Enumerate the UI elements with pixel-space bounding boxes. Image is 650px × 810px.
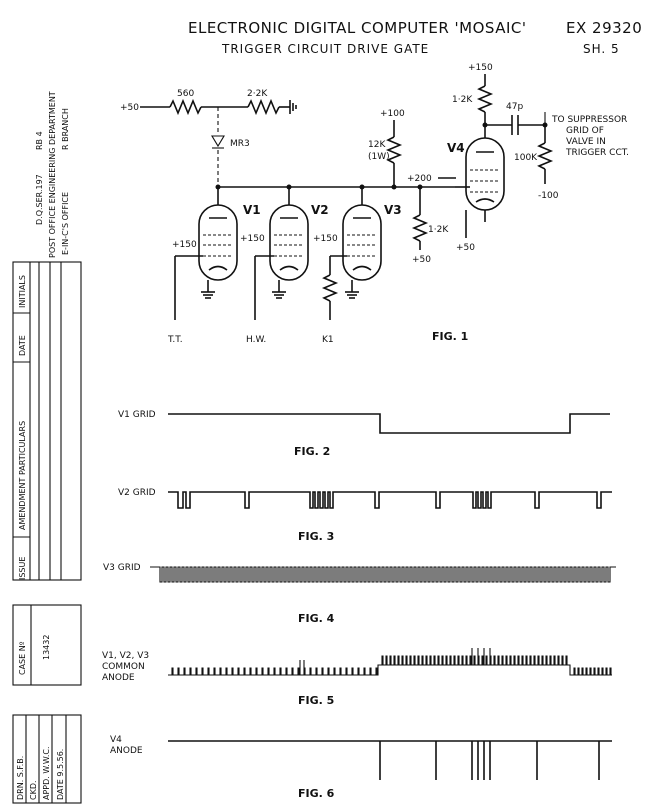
label-plus50-v4: +50 [456, 243, 475, 253]
label-v4-anode-2: ANODE [110, 746, 143, 756]
valve-v3: V3 +150 K1 [313, 187, 402, 345]
waveform-fig3: V2 GRID FIG. 3 [118, 488, 612, 543]
col-issue: ISSUE [18, 557, 27, 580]
fig5-label: FIG. 5 [298, 694, 334, 707]
fig6-label: FIG. 6 [298, 787, 335, 800]
drawing-title: ELECTRONIC DIGITAL COMPUTER 'MOSAIC' [188, 19, 527, 37]
label-common-anode-2: COMMON [102, 662, 145, 672]
label-to-suppressor: TO SUPPRESSOR [551, 115, 627, 125]
label-plus150-v2: +150 [240, 234, 265, 244]
label-r1k2-mid: 1·2K [428, 225, 449, 235]
label-trigger-cct: TRIGGER CCT. [565, 148, 629, 158]
label-r2k2: 2·2K [247, 89, 268, 99]
label-mr3: MR3 [230, 139, 250, 149]
office-label: E-IN-C'S OFFICE [61, 192, 70, 255]
label-r560: 560 [177, 89, 194, 99]
label-valve-in: VALVE IN [566, 137, 606, 147]
label-hw: H.W. [246, 335, 266, 345]
label-tt: T.T. [167, 335, 183, 345]
checked-by: CKD. [29, 780, 38, 800]
label-r100k: 100K [514, 153, 538, 163]
fig2-label: FIG. 2 [294, 445, 330, 458]
v4-anode-trace [168, 740, 612, 780]
label-plus150-v1: +150 [172, 240, 197, 250]
fig4-label: FIG. 4 [298, 612, 335, 625]
fig1-label: FIG. 1 [432, 330, 468, 343]
label-plus200: +200 [407, 174, 432, 184]
v3-grid-trace [150, 566, 616, 583]
label-r12k: 12K [368, 140, 386, 150]
label-v1: V1 [243, 203, 261, 217]
case-label: CASE Nº [18, 641, 27, 675]
common-anode-trace [168, 648, 612, 676]
col-initials: INITIALS [18, 275, 27, 308]
drawing-number: EX 29320 [566, 19, 642, 37]
drawing-date: DATE 9.5.56. [56, 749, 65, 800]
sheet-number: SH. 5 [583, 42, 620, 56]
label-r1k2-top: 1·2K [452, 95, 473, 105]
valve-v2: V2 +150 H.W. [240, 187, 329, 345]
label-v2: V2 [311, 203, 329, 217]
col-amendment-particulars: AMENDMENT PARTICULARS [18, 421, 27, 530]
ref-dq-ser: D.Q.SER.197 [35, 174, 44, 225]
waveform-fig6: V4 ANODE FIG. 6 [110, 735, 612, 800]
label-plus50-supply: +50 [120, 103, 139, 113]
approved-by: APPD. W.W.C. [42, 746, 51, 800]
label-plus50-mid: +50 [412, 255, 431, 265]
col-date: DATE [18, 335, 27, 356]
drawn-by: DRN. S.F.B. [16, 756, 25, 800]
valve-v4: V4 [447, 137, 505, 211]
drawing-subtitle: TRIGGER CIRCUIT DRIVE GATE [221, 42, 429, 56]
schematic-fig1: +50 560 2·2K MR3 +100 12K (1W) [120, 63, 629, 345]
label-v1-grid: V1 GRID [118, 410, 156, 420]
label-k1: K1 [322, 335, 334, 345]
case-box: CASE Nº 13432 [12, 604, 82, 686]
approval-box: DRN. S.F.B. CKD. APPD. W.W.C. DATE 9.5.5… [12, 714, 82, 804]
ref-rb4: RB 4 [35, 131, 44, 150]
label-grid-of: GRID OF [566, 126, 604, 136]
valve-v1: V1 +150 T.T. [167, 187, 261, 345]
label-v4: V4 [447, 141, 465, 155]
side-title-block: RB 4 D.Q.SER.197 POST OFFICE ENGINEERING… [35, 91, 70, 258]
label-common-anode-3: ANODE [102, 673, 135, 683]
label-plus150-v3: +150 [313, 234, 338, 244]
fig3-label: FIG. 3 [298, 530, 334, 543]
label-minus100: -100 [538, 191, 559, 201]
waveform-fig5: V1, V2, V3 COMMON ANODE FIG. 5 [102, 648, 612, 707]
label-v2-grid: V2 GRID [118, 488, 156, 498]
amendment-table: ISSUE AMENDMENT PARTICULARS DATE INITIAL… [12, 261, 82, 581]
label-plus150-top: +150 [468, 63, 493, 73]
amendment-table-frame [12, 261, 82, 581]
v2-grid-trace [168, 491, 612, 509]
label-v4-anode-1: V4 [110, 735, 122, 745]
label-r12k-rating: (1W) [368, 152, 390, 162]
label-v3: V3 [384, 203, 402, 217]
department-label: POST OFFICE ENGINEERING DEPARTMENT [48, 91, 57, 258]
label-plus100: +100 [380, 109, 405, 119]
case-number: 13432 [42, 635, 51, 660]
waveform-fig2: V1 GRID FIG. 2 [118, 410, 610, 458]
branch-label: R BRANCH [61, 108, 70, 150]
label-c47p: 47p [506, 102, 523, 112]
label-common-anode-1: V1, V2, V3 [102, 651, 149, 661]
label-v3-grid: V3 GRID [103, 563, 141, 573]
waveform-fig4: V3 GRID FIG. 4 [103, 563, 616, 625]
